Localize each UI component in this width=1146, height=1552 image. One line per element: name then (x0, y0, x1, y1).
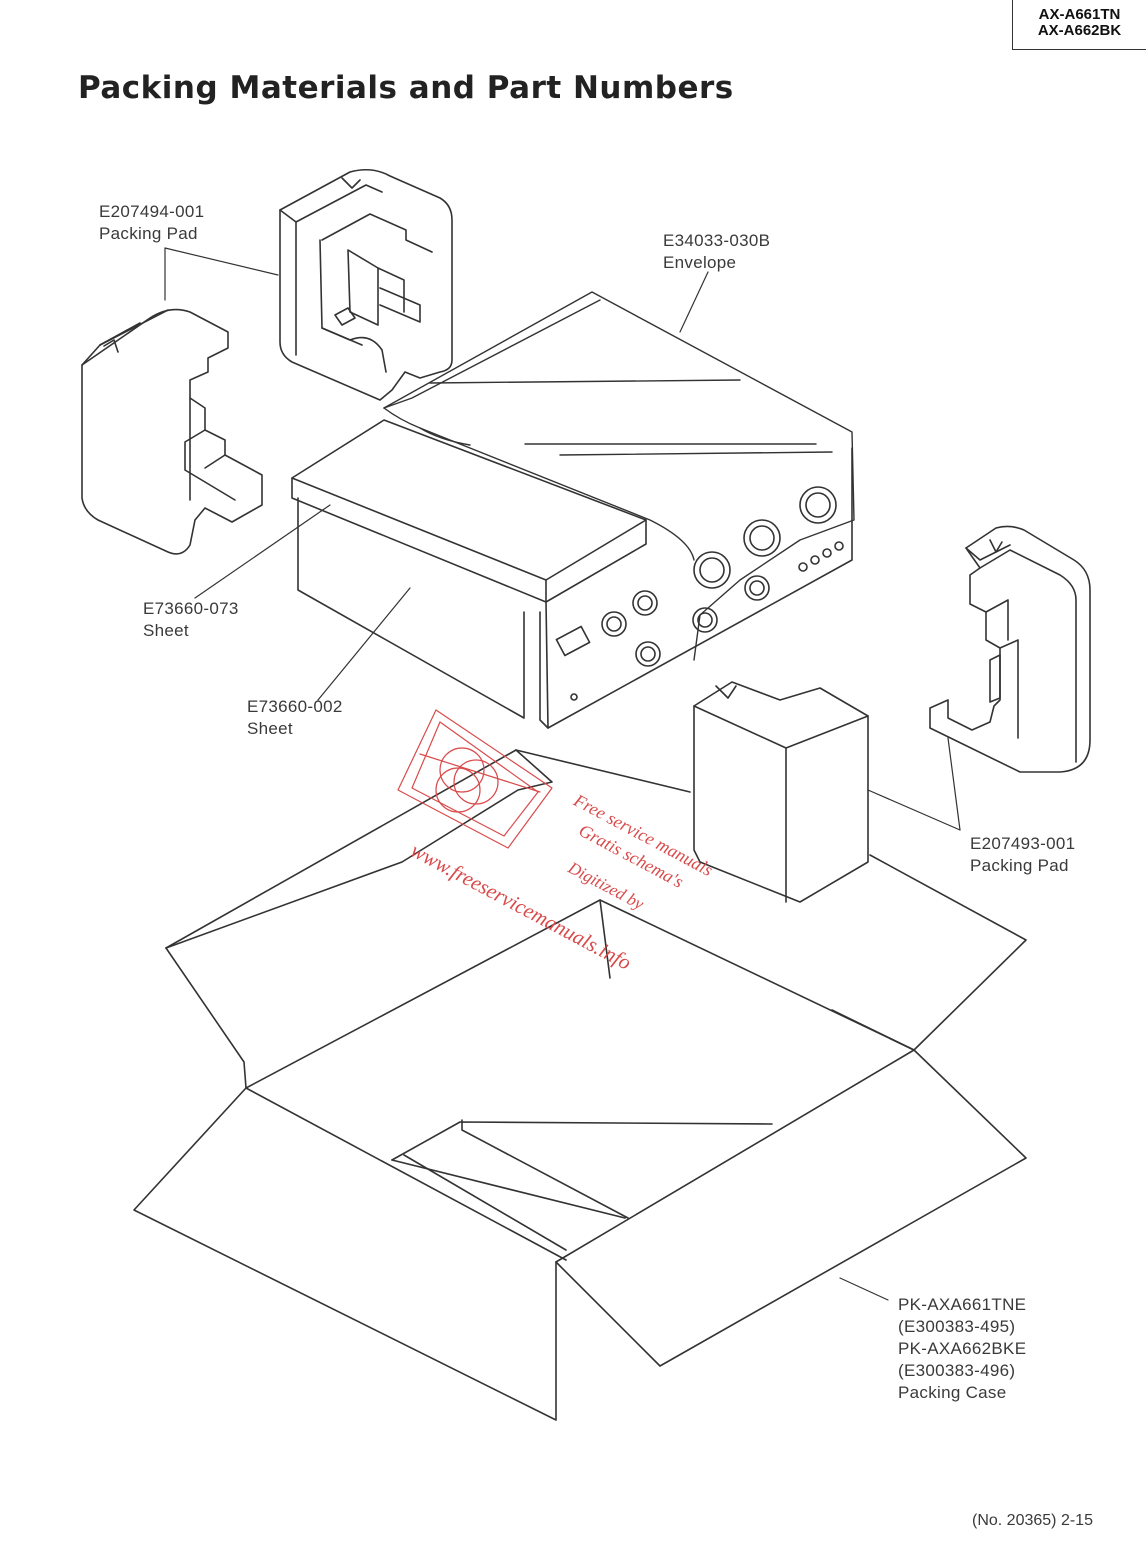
part-number: E73660-073 (143, 599, 239, 618)
case-part-number-2: PK-AXA662BKE (898, 1339, 1027, 1358)
model-number-1: AX-A661TN (1038, 6, 1121, 23)
packing-pad-right (929, 525, 1091, 773)
packing-pad-small (693, 681, 869, 903)
watermark-emblem (397, 709, 553, 849)
part-number: E73660-002 (247, 697, 343, 716)
model-number-box: AX-A661TN AX-A662BK (1012, 0, 1146, 50)
page-title: Packing Materials and Part Numbers (78, 70, 734, 106)
page-footer: (No. 20365) 2-15 (972, 1512, 1093, 1529)
part-number: E207493-001 (970, 834, 1076, 853)
part-number: E207494-001 (99, 202, 205, 221)
amplifier-unit (291, 419, 853, 729)
packing-pad-left-lower (81, 308, 263, 555)
packing-case (133, 749, 1027, 1421)
leader-lines (164, 247, 961, 1301)
callout-envelope: E34033-030B Envelope (663, 230, 770, 274)
part-name: Sheet (247, 719, 293, 738)
model-number-2: AX-A662BK (1037, 22, 1122, 39)
part-name: Envelope (663, 253, 737, 272)
callout-packing-pad-right: E207493-001 Packing Pad (970, 833, 1075, 877)
case-part-number-2-code: (E300383-496) (898, 1361, 1016, 1380)
callout-sheet-top: E73660-073 Sheet (143, 598, 239, 642)
packing-pad-left-upper (279, 168, 453, 401)
part-name: Packing Pad (99, 224, 198, 243)
part-name: Packing Pad (970, 856, 1069, 875)
part-number: E34033-030B (663, 231, 771, 250)
part-name: Sheet (143, 621, 189, 640)
case-part-number-1-code: (E300383-495) (898, 1317, 1016, 1336)
callout-sheet-side: E73660-002 Sheet (247, 696, 343, 740)
case-part-number-1: PK-AXA661TNE (898, 1295, 1027, 1314)
envelope (383, 291, 855, 661)
part-name: Packing Case (898, 1383, 1007, 1402)
callout-packing-pad-left: E207494-001 Packing Pad (99, 201, 204, 245)
callout-packing-case: PK-AXA661TNE (E300383-495) PK-AXA662BKE … (898, 1294, 1026, 1404)
